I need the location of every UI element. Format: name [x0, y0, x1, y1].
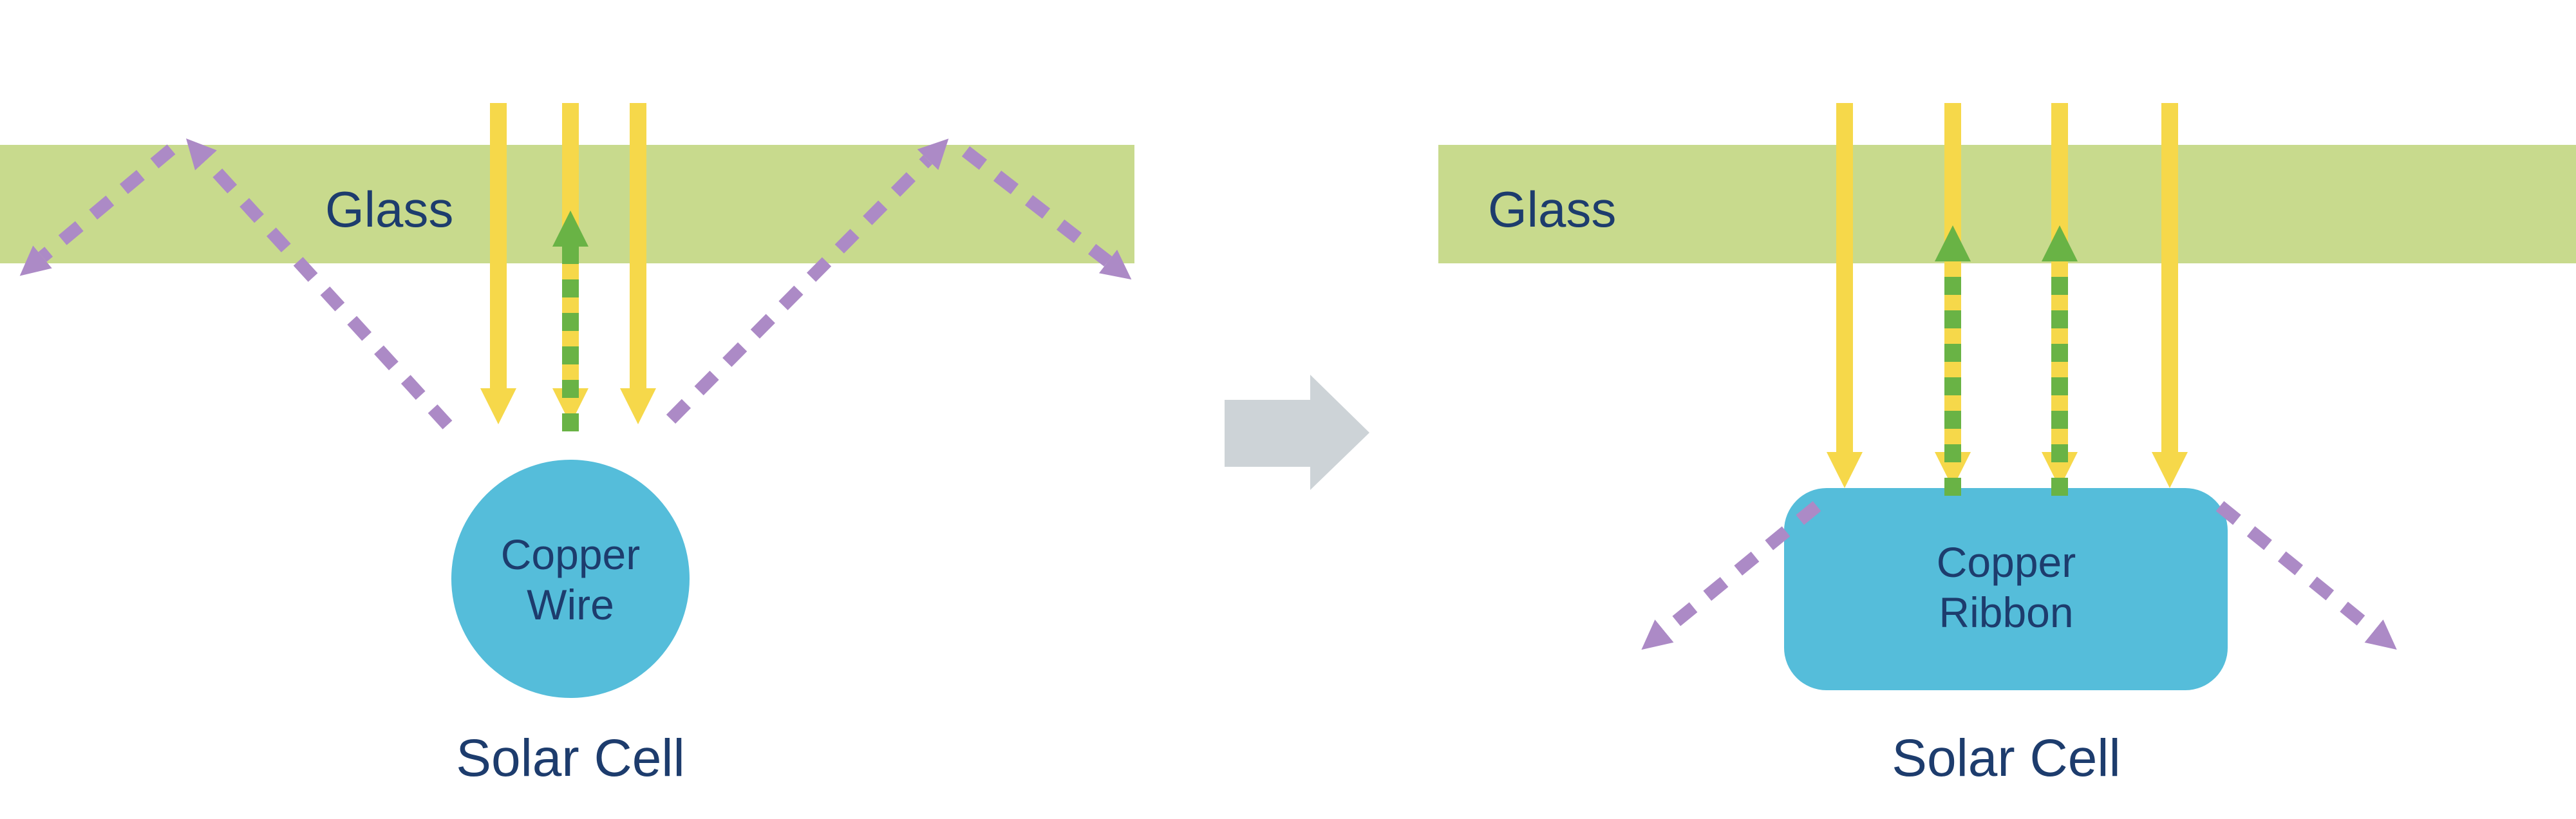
scattered-light-arrow-out-left [19, 144, 176, 276]
glass-layer [1438, 145, 2576, 263]
scattered-light-arrows [1641, 501, 2397, 650]
solar-cell-label: Solar Cell [456, 729, 684, 787]
scattered-light-arrow-up-left [185, 138, 453, 429]
solar-cell-label: Solar Cell [1892, 729, 2120, 787]
reflected-light-arrows [1935, 225, 2078, 496]
glass-label: Glass [325, 181, 453, 238]
copper-ribbon-label-line2: Ribbon [1939, 588, 2073, 636]
copper-ribbon [1784, 488, 2228, 690]
transition-arrow [1225, 375, 1369, 490]
scattered-light-arrow-out-right [961, 146, 1132, 280]
right-panel: Glass Copper Ribbon Solar Cell [1438, 103, 2576, 787]
scattered-light-arrow-up-right [666, 138, 949, 424]
glass-label: Glass [1488, 181, 1616, 238]
copper-wire-label-line2: Wire [527, 581, 614, 628]
copper-wire-label-line1: Copper [501, 531, 640, 578]
scattered-light-arrow-out-left [1641, 501, 1821, 650]
scattered-light-arrows [19, 138, 1132, 429]
scattered-light-arrow-out-right [2215, 501, 2397, 650]
left-panel: Glass Copper Wire Solar Cell [0, 103, 1134, 787]
copper-ribbon-label-line1: Copper [1937, 538, 2076, 586]
copper-wire [451, 460, 690, 698]
